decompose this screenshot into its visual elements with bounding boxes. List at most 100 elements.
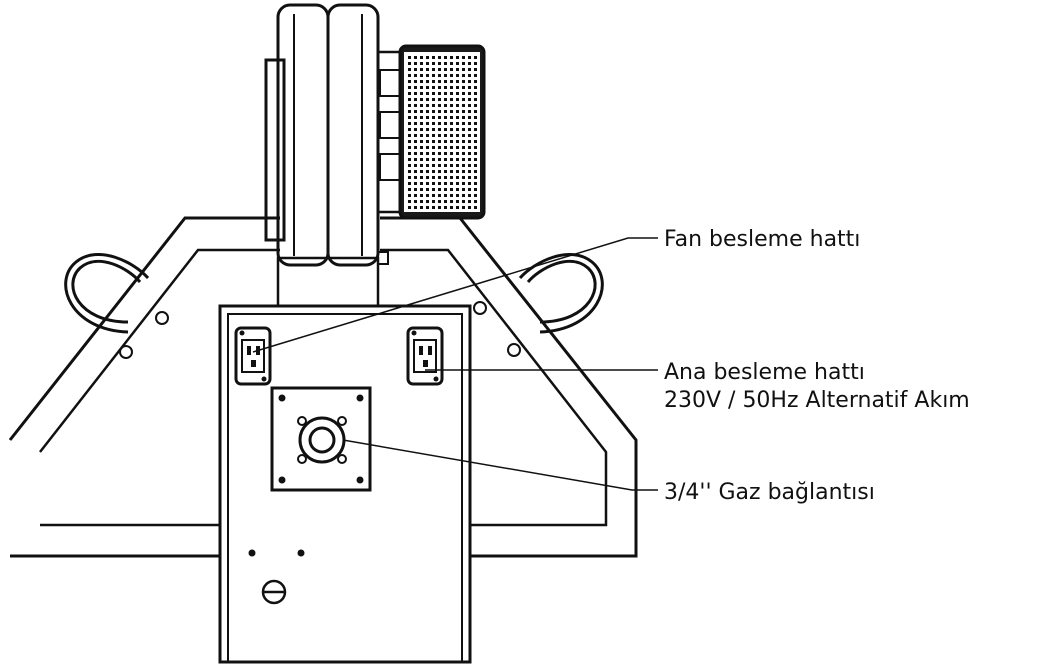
grille-hole xyxy=(450,170,453,173)
gas-connection-flange xyxy=(270,386,372,492)
grille-hole xyxy=(408,152,411,155)
grille-hole xyxy=(438,164,441,167)
grille-hole xyxy=(444,200,447,203)
grille-hole xyxy=(432,80,435,83)
grille-hole xyxy=(408,116,411,119)
grille-hole xyxy=(438,56,441,59)
grille-hole xyxy=(456,80,459,83)
grille-hole xyxy=(408,62,411,65)
grille-hole xyxy=(426,206,429,209)
grille-hole xyxy=(456,188,459,191)
grille-hole xyxy=(468,194,471,197)
grille-hole xyxy=(426,182,429,185)
grille-hole xyxy=(408,146,411,149)
grille-hole xyxy=(426,98,429,101)
grille-hole xyxy=(408,104,411,107)
grille-hole xyxy=(450,188,453,191)
grille-hole xyxy=(456,140,459,143)
grille-hole xyxy=(468,134,471,137)
grille-hole xyxy=(420,104,423,107)
grille-hole xyxy=(474,164,477,167)
grille-hole xyxy=(468,206,471,209)
gas-connection-label: 3/4'' Gaz bağlantısı xyxy=(664,480,875,505)
grille-hole xyxy=(468,152,471,155)
grille-hole xyxy=(438,98,441,101)
grille-hole xyxy=(468,200,471,203)
grille-hole xyxy=(408,80,411,83)
grille-hole xyxy=(438,86,441,89)
grille-hole xyxy=(432,128,435,131)
grille-hole xyxy=(408,134,411,137)
grille-hole xyxy=(444,56,447,59)
fan-supply-socket xyxy=(234,326,272,386)
grille-hole xyxy=(420,158,423,161)
grille-hole xyxy=(420,122,423,125)
grille-hole xyxy=(450,80,453,83)
grille-hole xyxy=(408,128,411,131)
grille-hole xyxy=(456,128,459,131)
grille-hole xyxy=(426,200,429,203)
grille-hole xyxy=(420,188,423,191)
grille-hole xyxy=(474,122,477,125)
grille-hole xyxy=(438,134,441,137)
grille-hole xyxy=(420,116,423,119)
grille-hole xyxy=(456,116,459,119)
grille-hole xyxy=(420,86,423,89)
grille-hole xyxy=(414,74,417,77)
grille-hole xyxy=(456,164,459,167)
grille-hole xyxy=(426,80,429,83)
grille-hole xyxy=(432,56,435,59)
grille-hole xyxy=(414,158,417,161)
grille-hole xyxy=(468,164,471,167)
grille-hole xyxy=(462,176,465,179)
grille-hole xyxy=(444,170,447,173)
grille-hole xyxy=(462,164,465,167)
grille-hole xyxy=(432,74,435,77)
grille-hole xyxy=(420,134,423,137)
grille-hole xyxy=(450,98,453,101)
grille-hole xyxy=(450,158,453,161)
grille-hole xyxy=(408,194,411,197)
grille-hole xyxy=(438,140,441,143)
grille-hole xyxy=(456,98,459,101)
grille-hole xyxy=(438,62,441,65)
grille-hole xyxy=(468,74,471,77)
grille-hole xyxy=(426,110,429,113)
grille-hole xyxy=(432,188,435,191)
main-supply-socket xyxy=(406,326,444,386)
grille-hole xyxy=(414,152,417,155)
grille-hole xyxy=(414,176,417,179)
grille-hole xyxy=(414,134,417,137)
grille-hole xyxy=(408,56,411,59)
gas-connection-leader xyxy=(342,439,658,491)
grille-hole xyxy=(450,206,453,209)
grille-hole xyxy=(444,80,447,83)
grille-hole xyxy=(444,158,447,161)
grille-hole xyxy=(426,188,429,191)
grille-hole xyxy=(420,98,423,101)
grille-hole xyxy=(408,188,411,191)
grille-hole xyxy=(420,152,423,155)
grille-hole xyxy=(462,188,465,191)
grille-hole xyxy=(474,128,477,131)
grille-hole xyxy=(414,200,417,203)
grille-hole xyxy=(450,62,453,65)
grille-hole xyxy=(468,116,471,119)
grille-hole xyxy=(462,110,465,113)
grille-hole xyxy=(474,152,477,155)
grille-hole xyxy=(450,182,453,185)
grille-hole xyxy=(408,122,411,125)
grille-hole xyxy=(414,56,417,59)
grille-hole xyxy=(438,80,441,83)
grille-hole xyxy=(408,206,411,209)
grille-hole xyxy=(426,86,429,89)
main-supply-voltage-label: 230V / 50Hz Alternatif Akım xyxy=(664,388,970,413)
grille-hole xyxy=(462,122,465,125)
grille-hole xyxy=(420,62,423,65)
grille-hole xyxy=(456,170,459,173)
grille-hole xyxy=(456,62,459,65)
box-lower-details xyxy=(248,549,305,605)
grille-hole xyxy=(414,98,417,101)
grille-hole xyxy=(450,200,453,203)
